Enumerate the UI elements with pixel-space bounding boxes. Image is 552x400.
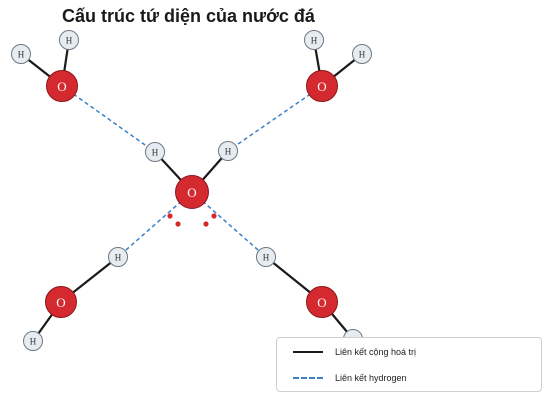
electron-dot (175, 221, 181, 227)
electron-dot (167, 213, 173, 219)
hydrogen-label: H (263, 253, 270, 263)
oxygen-atom: O (46, 70, 78, 102)
oxygen-atom: O (306, 70, 338, 102)
hydrogen-label: H (152, 148, 159, 158)
hydrogen-bond-top-right (227, 85, 323, 152)
oxygen-label: O (317, 79, 326, 94)
oxygen-atoms: O O O O O (45, 70, 338, 318)
oxygen-label: O (56, 295, 65, 310)
hydrogen-atom: H (23, 331, 43, 351)
dashed-line-swatch (293, 377, 323, 379)
hydrogen-atom: H (304, 30, 324, 50)
solid-line-swatch (293, 351, 323, 353)
oxygen-atom-center: O (175, 175, 209, 209)
hydrogen-atom: H (145, 142, 165, 162)
hydrogen-atom: H (108, 247, 128, 267)
hydrogen-atom: H (256, 247, 276, 267)
hydrogen-atom: H (59, 30, 79, 50)
electron-dot (203, 221, 209, 227)
oxygen-atom: O (306, 286, 338, 318)
hydrogen-label: H (115, 253, 122, 263)
hydrogen-label: H (66, 36, 73, 46)
hydrogen-atom: H (352, 44, 372, 64)
diagram-title: Cấu trúc tứ diện của nước đá (62, 6, 315, 26)
legend-item-hydrogen-bond: Liên kết hydrogen (293, 373, 407, 383)
hydrogen-atom: H (11, 44, 31, 64)
hydrogen-label: H (359, 50, 366, 60)
oxygen-label: O (317, 295, 326, 310)
hydrogen-label: H (311, 36, 318, 46)
legend-item-covalent: Liên kết cộng hoá trị (293, 347, 416, 357)
electron-dot (211, 213, 217, 219)
hydrogen-bond-top-left (61, 85, 156, 153)
lone-pair-electrons (167, 213, 217, 227)
hydrogen-bonds (61, 85, 323, 258)
oxygen-label: O (187, 185, 196, 200)
hydrogen-atom: H (218, 141, 238, 161)
legend-hydrogen-bond-label: Liên kết hydrogen (335, 373, 407, 383)
hydrogen-label: H (18, 50, 25, 60)
hydrogen-label: H (30, 337, 37, 347)
oxygen-label: O (57, 79, 66, 94)
oxygen-atom: O (45, 286, 77, 318)
hydrogen-label: H (225, 147, 232, 157)
legend-covalent-label: Liên kết cộng hoá trị (335, 347, 417, 357)
legend: Liên kết cộng hoá trị Liên kết hydrogen (276, 337, 542, 392)
